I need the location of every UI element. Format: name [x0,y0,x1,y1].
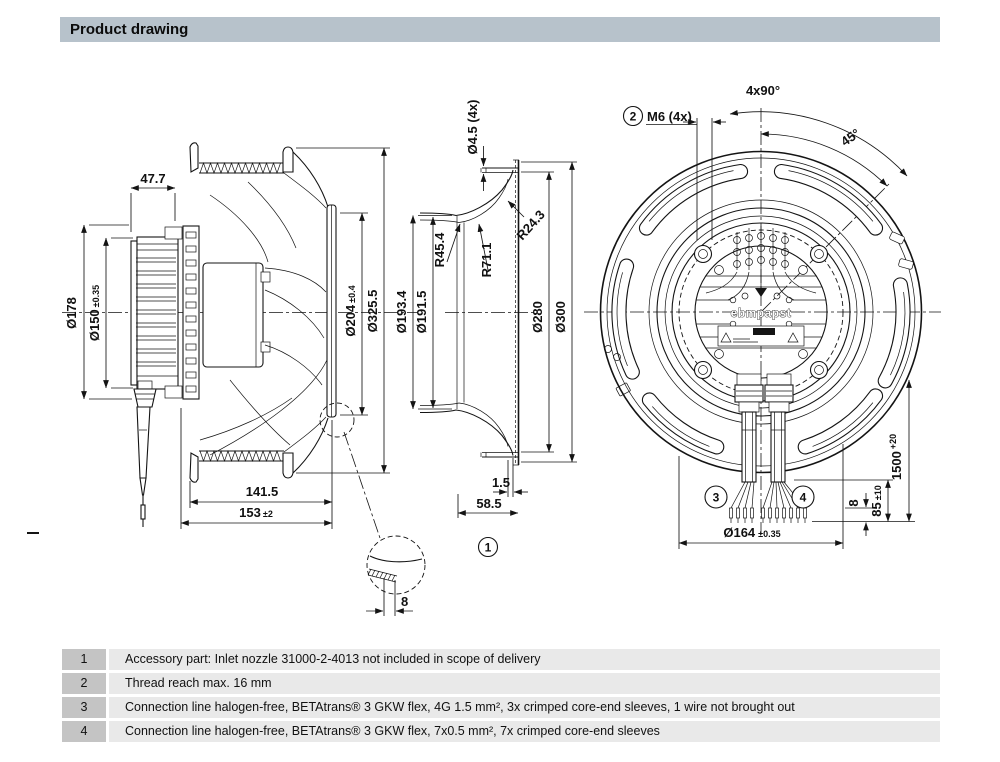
dim-d300: Ø300 [553,301,568,333]
motor-ribs [136,257,176,367]
dim-1500: 1500+20 [888,434,904,480]
rotor-hub [202,262,264,368]
front-view-dimensions: 4x90° 45° Ø164±0.35 1500+20 [678,83,915,549]
detail-marker-circle [319,402,355,438]
impeller-side-view: Ø204±0.4 Ø325.5 141.5 153±2 [180,142,426,616]
motor-dimensions: 47.7 Ø178 Ø150±0.35 [64,171,176,400]
motor-side-view: 47.7 Ø178 Ø150±0.35 [62,171,418,527]
note-2-num: 2 [62,673,106,694]
svg-text:1: 1 [485,541,492,555]
technical-drawing: 47.7 Ø178 Ø150±0.35 [27,83,941,616]
dim-d178: Ø178 [64,297,79,329]
inlet-nozzle-section-view: Ø4.5 (4x) Ø193.4 Ø191.5 Ø280 Ø300 R45.4 [394,100,577,558]
dim-d204: Ø204±0.4 [343,285,358,336]
dim-d150: Ø150±0.35 [87,285,102,341]
note-3-text: Connection line halogen-free, BETAtrans®… [109,697,940,718]
note-3-num: 3 [62,697,106,718]
motor-flange [182,225,200,400]
dim-1-5: 1.5 [492,475,510,490]
dim-d1934: Ø193.4 [394,290,409,333]
callout-2: 2 [622,105,644,127]
rating-plate [717,325,805,347]
dim-85: 85±10 [869,485,884,516]
callout-1: 1 [477,536,499,558]
rotation-mark [755,288,767,297]
page-title: Product drawing [60,17,940,42]
knurled-band-bottom [199,449,284,463]
dim-d1915: Ø191.5 [414,291,429,334]
nozzle-dimensions: Ø4.5 (4x) Ø193.4 Ø191.5 Ø280 Ø300 R45.4 [394,100,577,518]
knurled-band-top [199,161,284,175]
note-2-text: Thread reach max. 16 mm [109,673,940,694]
callout-4: 4 [791,485,815,509]
ebmpapst-logo: ebmpapst [731,306,792,320]
svg-text:2: 2 [630,110,637,124]
blade-curves [199,181,328,456]
m6-screws [693,244,829,380]
label-m6: M6 (4x) [647,109,692,124]
dim-58-5: 58.5 [476,496,501,511]
dim-detail-8: 8 [401,594,408,609]
dim-wire-8: 8 [846,499,861,506]
note-1-num: 1 [62,649,106,670]
dim-141-5: 141.5 [246,484,279,499]
note-1-text: Accessory part: Inlet nozzle 31000-2-401… [109,649,940,670]
dim-d164: Ø164±0.35 [723,525,780,540]
note-4-num: 4 [62,721,106,742]
dim-47-7: 47.7 [140,171,165,186]
motor-cable [133,380,157,527]
detail-view: 8 [366,535,426,616]
dim-r454: R45.4 [432,232,447,267]
hub-wiring [705,226,817,301]
dim-r711: R71.1 [479,243,494,278]
callout-3: 3 [704,485,728,509]
dim-153: 153±2 [239,505,273,520]
dim-d3255: Ø325.5 [365,290,380,333]
dim-d280: Ø280 [530,301,545,333]
svg-text:3: 3 [713,491,720,505]
dim-4x90: 4x90° [746,83,780,98]
impeller-dimensions: Ø204±0.4 Ø325.5 141.5 153±2 [180,147,390,529]
svg-text:4: 4 [800,491,807,505]
impeller-front-view: ebmpapst [584,83,941,549]
dim-d45-4x: Ø4.5 (4x) [465,100,480,155]
connection-cables [729,373,807,523]
note-4-text: Connection line halogen-free, BETAtrans®… [109,721,940,742]
